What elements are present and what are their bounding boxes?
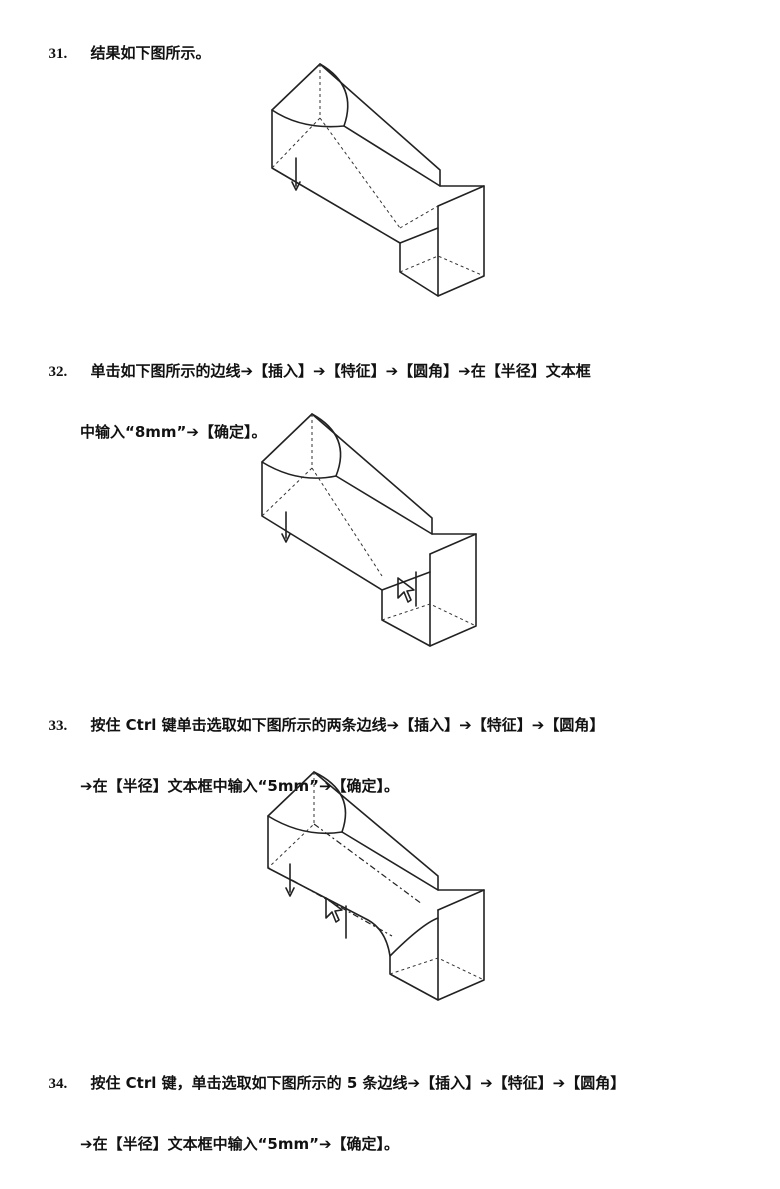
step-text-continued: ➔在【半径】文本框中输入“5mm”➔【确定】。 bbox=[80, 1135, 400, 1153]
step-text-continued: 中输入“8mm”➔【确定】。 bbox=[80, 423, 267, 441]
step-number: 32. bbox=[48, 364, 68, 380]
step-32: 32. 单击如下图所示的边线➔【插入】➔【特征】➔【圆角】➔在【半径】文本框 中输… bbox=[38, 326, 758, 477]
cad-model-two-edges-icon bbox=[267, 771, 485, 1001]
figure-31-cad-model bbox=[262, 58, 502, 308]
step-33: 33. 按住 Ctrl 键单击选取如下图所示的两条边线➔【插入】➔【特征】➔【圆角… bbox=[38, 680, 758, 831]
step-text: 单击如下图所示的边线➔【插入】➔【特征】➔【圆角】➔在【半径】文本框 bbox=[90, 362, 591, 380]
figure-32-cad-model bbox=[256, 410, 496, 660]
step-text: 按住 Ctrl 键，单击选取如下图所示的 5 条边线➔【插入】➔【特征】➔【圆角… bbox=[90, 1074, 626, 1092]
figure-33-cad-model bbox=[262, 768, 502, 1018]
step-text-continued: ➔在【半径】文本框中输入“5mm”➔【确定】。 bbox=[80, 777, 400, 795]
step-text: 按住 Ctrl 键单击选取如下图所示的两条边线➔【插入】➔【特征】➔【圆角】 bbox=[90, 716, 605, 734]
step-34: 34. 按住 Ctrl 键，单击选取如下图所示的 5 条边线➔【插入】➔【特征】➔… bbox=[38, 1038, 758, 1189]
step-text: 结果如下图所示。 bbox=[90, 44, 211, 62]
step-31: 31. 结果如下图所示。 bbox=[38, 8, 758, 69]
step-number: 33. bbox=[48, 718, 68, 734]
step-number: 31. bbox=[48, 46, 68, 62]
cad-model-selected-edge-icon bbox=[261, 413, 477, 647]
step-number: 34. bbox=[48, 1076, 68, 1092]
cad-model-icon bbox=[271, 63, 485, 297]
